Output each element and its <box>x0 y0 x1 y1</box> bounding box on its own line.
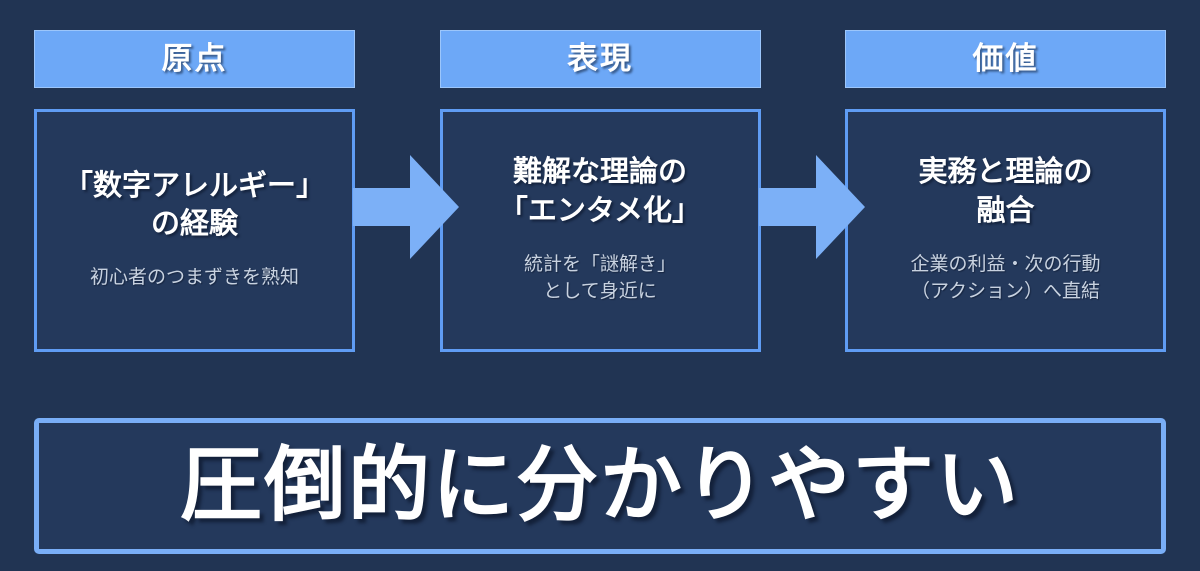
stage-card-expression: 表現 難解な理論の 「エンタメ化」 統計を「謎解き」 として身近に <box>439 30 761 352</box>
stage-body-value: 実務と理論の 融合 企業の利益・次の行動 （アクション）へ直結 <box>845 109 1166 352</box>
stage-card-origin: 原点 「数字アレルギー」 の経験 初心者のつまずきを熟知 <box>34 30 355 352</box>
stage-subtitle: 企業の利益・次の行動 （アクション）へ直結 <box>910 252 1101 302</box>
arrow-right-icon <box>759 155 865 259</box>
stage-header-label: 表現 <box>567 40 633 77</box>
stage-title: 「数字アレルギー」 の経験 <box>63 167 325 241</box>
stage-header-value: 価値 <box>845 30 1166 88</box>
stage-header-origin: 原点 <box>34 30 355 88</box>
stage-body-expression: 難解な理論の 「エンタメ化」 統計を「謎解き」 として身近に <box>439 109 761 352</box>
summary-banner-label: 圧倒的に分かりやすい <box>179 438 1020 533</box>
arrow-right-icon <box>353 155 459 259</box>
stage-header-label: 価値 <box>972 40 1039 77</box>
stage-row: 原点 「数字アレルギー」 の経験 初心者のつまずきを熟知 表現 難解な理論の 「… <box>34 30 1166 352</box>
stage-body-origin: 「数字アレルギー」 の経験 初心者のつまずきを熟知 <box>34 109 355 352</box>
stage-title: 難解な理論の 「エンタメ化」 <box>498 154 702 227</box>
summary-banner: 圧倒的に分かりやすい <box>34 418 1166 554</box>
stage-card-value: 価値 実務と理論の 融合 企業の利益・次の行動 （アクション）へ直結 <box>845 30 1166 352</box>
stage-subtitle: 統計を「謎解き」 として身近に <box>523 252 676 302</box>
stage-header-expression: 表現 <box>439 30 761 88</box>
stage-subtitle: 初心者のつまずきを熟知 <box>89 266 299 289</box>
stage-header-label: 原点 <box>161 40 228 77</box>
stage-title: 実務と理論の 融合 <box>918 154 1093 227</box>
